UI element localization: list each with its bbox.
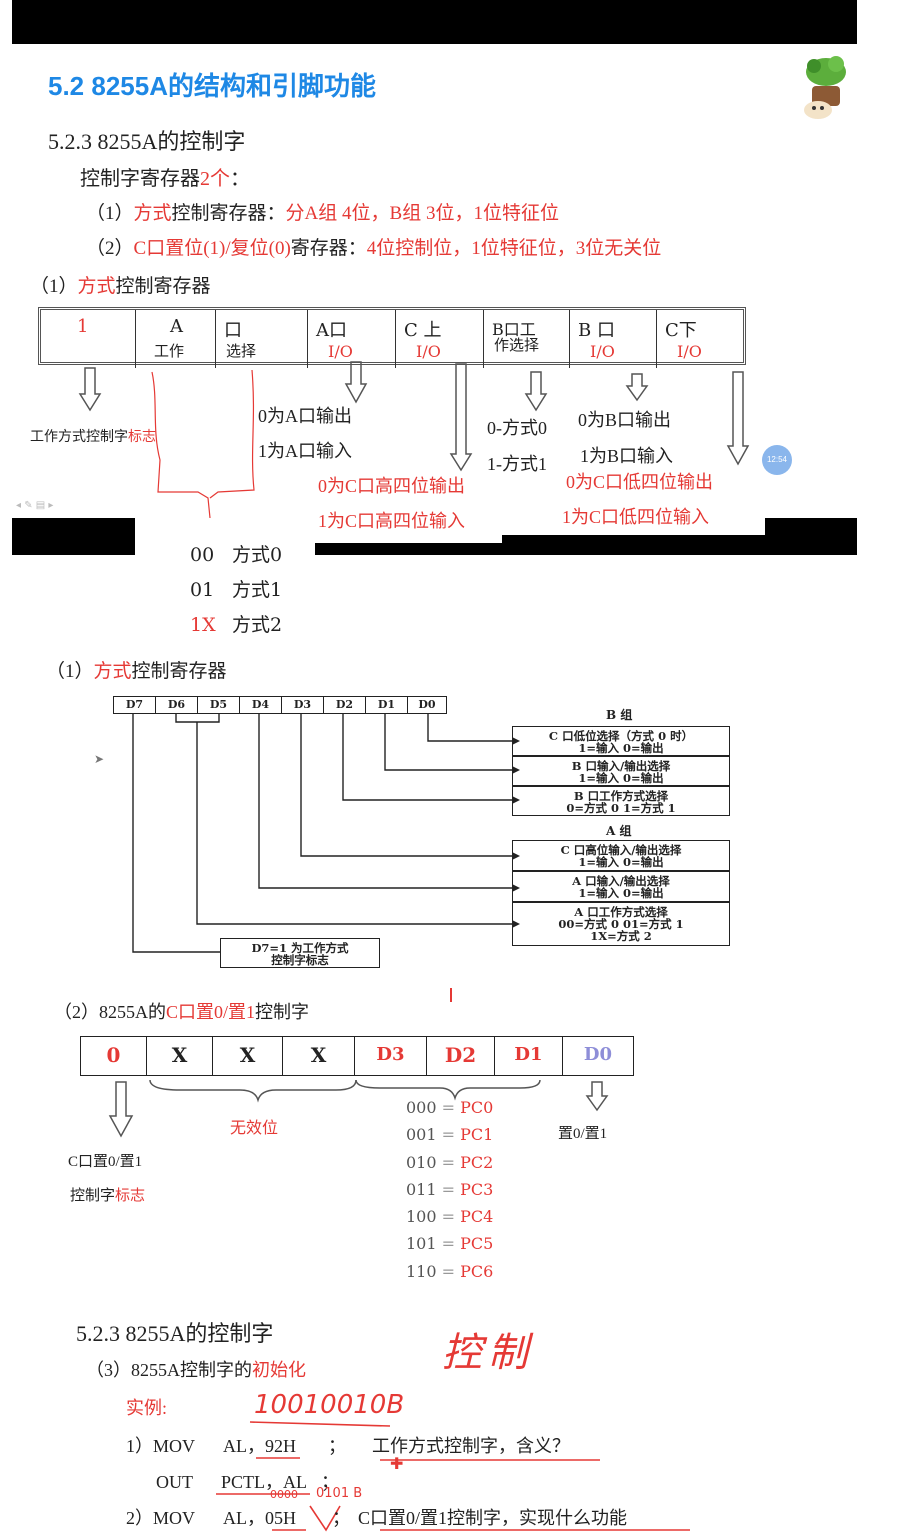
slide-nav-controls[interactable]: ◂ ✎ ▤ ▸ — [16, 500, 54, 511]
pc-code-row: 101 = PC5 — [406, 1234, 494, 1254]
pc-code-row: 000 = PC0 — [406, 1098, 494, 1117]
c-control-word-table: 0 X X X D3 D2 D1 D0 — [80, 1036, 634, 1076]
cw-cell-d2: D2 — [427, 1037, 495, 1075]
control-word-flag-label: 控制字标志 — [70, 1188, 146, 1204]
cw-cell-d1: D1 — [495, 1037, 563, 1075]
pc-code-row: 010 = PC2 — [406, 1152, 494, 1172]
d7-flag-box: D7=1 为工作方式控制字标志 — [220, 938, 380, 968]
b-mode0-label: 0-方式0 — [487, 418, 547, 438]
b-in-label: 1为B口输入 — [580, 446, 674, 466]
cw-cell-d0: D0 — [583, 1044, 613, 1065]
bit-d4: D4 — [240, 697, 282, 713]
slide-title: 5.2 8255A的结构和引脚功能 — [48, 71, 376, 101]
bottom-bar-left — [12, 518, 135, 555]
flag-label: 工作方式控制字标志 — [30, 430, 156, 445]
handwritten-05-upper: 0000 — [270, 1488, 298, 1501]
invalid-bits-label: 无效位 — [230, 1120, 279, 1137]
bottom-bar-far-right — [765, 518, 857, 555]
slide-1 — [12, 44, 857, 517]
bit-connector-lines — [132, 714, 520, 953]
handwritten-control: 控制 — [442, 1330, 534, 1376]
cw-cell-x2: X — [213, 1037, 283, 1075]
bottom-bar-right — [502, 535, 765, 555]
reg-cell-flag: 1 — [41, 310, 136, 368]
handwritten-binary: 10010010B — [254, 1390, 405, 1420]
c-set-reset-label: C口置0/置1 — [68, 1154, 143, 1170]
line-c-register: （2）C口置位(1)/复位(0)寄存器：4位控制位，1位特征位，3位无关位 — [86, 238, 662, 259]
cw-cell-d3: D3 — [355, 1037, 427, 1075]
example-label: 实例: — [126, 1398, 168, 1418]
bit-d1: D1 — [366, 697, 408, 713]
bit-d5: D5 — [198, 697, 240, 713]
top-black-bar — [12, 0, 857, 44]
bit-d6: D6 — [156, 697, 198, 713]
plant-logo — [798, 52, 854, 122]
c-lo-out-label: 0为C口低四位输出 — [566, 472, 714, 492]
b-mode1-label: 1-方式1 — [487, 454, 547, 474]
pc-code-row: 110 = PC6 — [406, 1261, 494, 1281]
c-lo-in-label: 1为C口低四位输入 — [562, 507, 710, 527]
slide4-subtitle: （3）8255A控制字的初始化 — [86, 1360, 306, 1380]
bit-register: D7 D6 D5 D4 D3 D2 D1 D0 — [113, 696, 447, 714]
b-desc-c-low: C 口低位选择（方式 0 时）1=输入 0=输出 — [512, 726, 730, 756]
bottom-bar-mid — [315, 543, 502, 555]
reg-cell-b-work: B口工作选择 — [484, 310, 570, 368]
set-reset-right-label: 置0/置1 — [558, 1126, 608, 1142]
heading-mode-register-2: （1）方式控制寄存器 — [46, 661, 227, 682]
slide1-arrows — [78, 361, 750, 519]
cw-cell-x3: X — [283, 1037, 355, 1075]
cw-cell-x1: X — [147, 1037, 213, 1075]
heading-c-set-reset: （2）8255A的C口置0/置1控制字 — [54, 1002, 310, 1022]
time-badge: 12:54 — [762, 445, 792, 475]
line-registers: 控制字寄存器2个： — [80, 168, 250, 190]
a-out-label: 0为A口输出 — [258, 406, 352, 426]
c-hi-in-label: 1为C口高四位输入 — [318, 511, 466, 531]
cursor-icon: ➤ — [94, 752, 105, 766]
b-out-label: 0为B口输出 — [578, 410, 672, 430]
bit-d3: D3 — [282, 697, 324, 713]
handwritten-05-lower: 0101 B — [316, 1486, 363, 1501]
group-b-label: B 组 — [606, 708, 633, 722]
heading-mode-register: （1）方式控制寄存器 — [30, 276, 211, 297]
group-a-label: A 组 — [606, 824, 632, 838]
pc-code-row: 001 = PC1 — [406, 1125, 494, 1145]
cw-cell-flag: 0 — [81, 1037, 147, 1075]
slide4-title: 5.2.3 8255A的控制字 — [76, 1321, 274, 1346]
a-in-label: 1为A口输入 — [258, 441, 352, 461]
section-subtitle: 5.2.3 8255A的控制字 — [48, 129, 246, 154]
bit-d0: D0 — [418, 698, 436, 711]
slide3-arrows-braces — [108, 1079, 609, 1138]
red-cross-mark: ✚ — [390, 1454, 404, 1473]
line-mode-register: （1）方式控制寄存器：分A组 4位，B组 3位，1位特征位 — [86, 203, 559, 224]
bit-d7: D7 — [114, 697, 156, 713]
pc-code-list: 000 = PC0 001 = PC1 010 = PC2 011 = PC3 … — [406, 1098, 493, 1289]
bit-d2: D2 — [324, 697, 366, 713]
red-mark — [450, 988, 452, 1002]
c-hi-out-label: 0为C口高四位输出 — [318, 476, 466, 496]
pc-code-row: 100 = PC4 — [406, 1207, 494, 1227]
pc-code-row: 011 = PC3 — [406, 1179, 494, 1199]
reg-cell-port-select: 口选择 — [216, 310, 308, 368]
